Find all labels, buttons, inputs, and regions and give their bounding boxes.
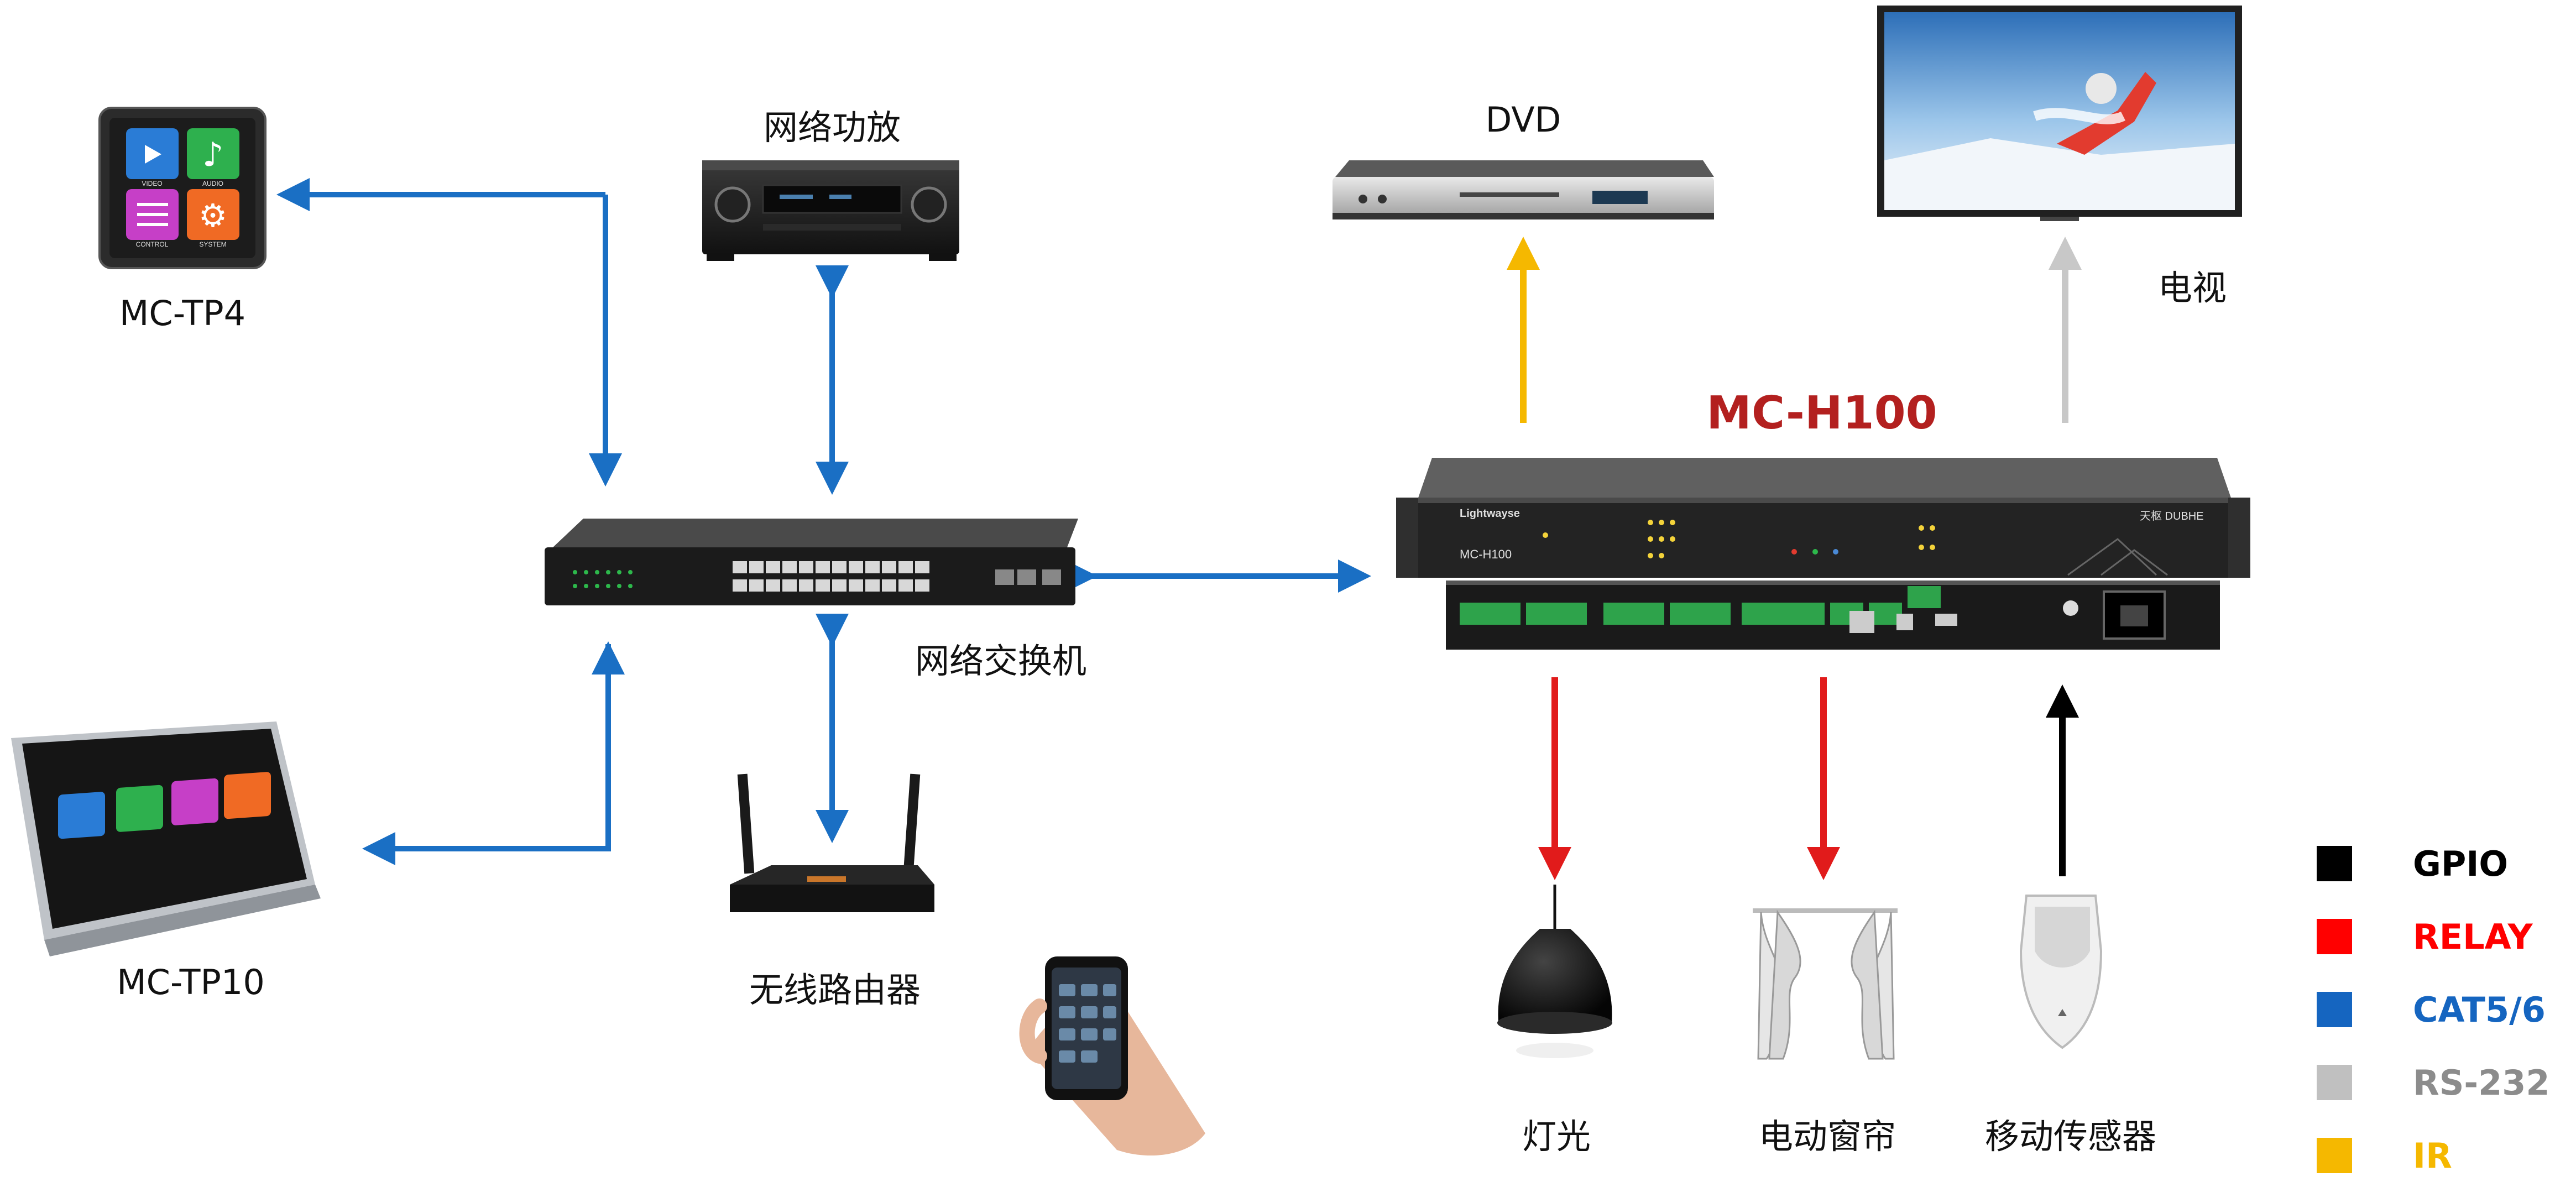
legend-item-cat: CAT5/6	[2317, 987, 2546, 1032]
tp4-label: MC-TP4	[119, 293, 246, 333]
legend-label: CAT5/6	[2413, 989, 2546, 1030]
svg-text:MC-H100: MC-H100	[1460, 547, 1512, 561]
cat-connections	[276, 178, 1371, 865]
amplifier-device[interactable]	[702, 160, 959, 261]
motion-sensor-device[interactable]	[2019, 895, 2103, 1049]
legend-item-gpio: GPIO	[2317, 841, 2508, 886]
svg-text:天枢 DUBHE: 天枢 DUBHE	[2140, 510, 2204, 522]
phone-in-hand	[1019, 956, 1205, 1155]
svg-text:⚙: ⚙	[198, 197, 227, 234]
amp-label: 网络功放	[763, 107, 901, 148]
tv-device[interactable]	[1877, 6, 2242, 221]
dvd-device[interactable]	[1333, 160, 1714, 219]
svg-text:♪: ♪	[202, 135, 223, 174]
router-label: 无线路由器	[749, 970, 921, 1010]
sensor-label: 移动传感器	[1984, 1116, 2157, 1157]
tp10-label: MC-TP10	[117, 962, 265, 1002]
legend-item-relay: RELAY	[2317, 914, 2533, 959]
light-device[interactable]	[1497, 885, 1612, 1058]
system-icon	[187, 189, 239, 240]
legend-swatch	[2317, 992, 2352, 1027]
svg-text:VIDEO: VIDEO	[142, 180, 162, 187]
switch-label: 网络交换机	[915, 641, 1087, 681]
main-host-title: MC-H100	[1706, 387, 1937, 440]
tv-label: 电视	[2157, 268, 2227, 308]
legend-label: IR	[2413, 1135, 2452, 1176]
legend-swatch	[2317, 919, 2352, 954]
legend-swatch	[2317, 846, 2352, 881]
light-label: 灯光	[1522, 1116, 1591, 1157]
legend-item-ir: IR	[2317, 1133, 2452, 1178]
svg-text:AUDIO: AUDIO	[202, 180, 223, 187]
legend-swatch	[2317, 1065, 2352, 1100]
legend-label: GPIO	[2413, 843, 2509, 884]
system-icon	[224, 772, 271, 819]
audio-icon	[187, 128, 239, 179]
link-switch-tp10	[362, 644, 611, 865]
dvd-label: DVD	[1485, 100, 1561, 140]
audio-icon	[116, 785, 163, 832]
curtain-device[interactable]	[1753, 908, 1898, 1060]
curtain-label: 电动窗帘	[1758, 1116, 1896, 1157]
switch-device[interactable]	[545, 519, 1078, 605]
router-device[interactable]	[730, 773, 934, 912]
tp4-device[interactable]: ♪ ⚙ VIDEO AUDIO CONTROL SYSTEM	[98, 107, 267, 269]
legend-label: RELAY	[2413, 916, 2533, 957]
control-icon	[171, 778, 218, 825]
svg-text:SYSTEM: SYSTEM	[199, 240, 226, 248]
switch-ports	[733, 561, 1061, 592]
svg-text:CONTROL: CONTROL	[136, 240, 169, 248]
legend-item-rs232: RS-232	[2317, 1060, 2550, 1105]
legend-swatch	[2317, 1138, 2352, 1173]
tp10-device[interactable]	[11, 721, 321, 956]
host-device[interactable]: Lightwayse MC-H100 天枢 DUBHE	[1396, 458, 2250, 650]
legend-label: RS-232	[2413, 1062, 2550, 1103]
svg-text:Lightwayse: Lightwayse	[1460, 508, 1520, 520]
video-icon	[58, 792, 105, 839]
